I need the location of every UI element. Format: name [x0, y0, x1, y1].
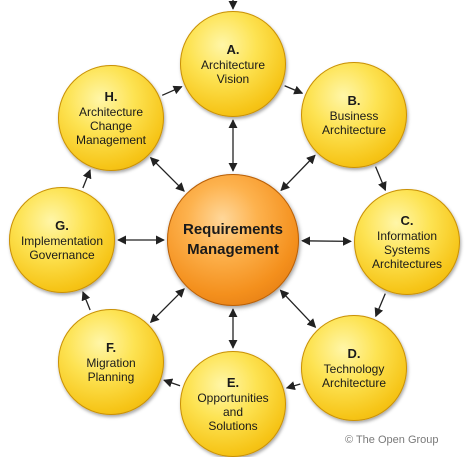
cycle-arrow-e [163, 378, 181, 388]
cycle-arrow-a [284, 85, 304, 95]
phase-e-label-line: Opportunities [197, 391, 269, 405]
phase-a-letter: A. [226, 42, 240, 57]
phase-h-label-line: Architecture [78, 105, 144, 119]
phase-c-label-line: Information [376, 229, 438, 243]
cycle-arrow-b [374, 166, 387, 192]
center-label-line-2: Management [187, 241, 279, 258]
phase-d-label-line: Architecture [321, 376, 387, 390]
phase-e-letter: E. [226, 375, 240, 390]
hub-arrow-c [301, 236, 352, 246]
cycle-arrow-d [285, 381, 301, 391]
phase-d-letter: D. [347, 346, 361, 361]
phase-d-label-line: Technology [323, 362, 385, 376]
cycle-arrow-f [81, 291, 91, 311]
center-label-line-1: Requirements [182, 221, 284, 238]
cycle-arrow-g [82, 169, 92, 189]
phase-g-label-line: Implementation [20, 234, 104, 248]
cycle-arrow-h [161, 85, 183, 96]
phase-a-label-line: Architecture [200, 58, 266, 72]
phase-a-label-line: Vision [216, 72, 250, 86]
phase-h-letter: H. [104, 89, 118, 104]
requirements-management-hub: Requirements Management [167, 174, 299, 306]
phase-g-letter: G. [55, 218, 69, 233]
copyright-notice: © The Open Group [345, 434, 439, 446]
phase-h-label-line: Change [89, 119, 133, 133]
phase-c-label-line: Architectures [371, 257, 443, 271]
phase-b-label-line: Business [329, 109, 379, 123]
phase-f-letter: F. [105, 340, 117, 355]
phase-e-label-line: Solutions [208, 419, 258, 433]
phase-b-letter: B. [347, 93, 361, 108]
cycle-arrow-c [374, 293, 386, 318]
phase-c-label-line: Systems [383, 243, 430, 257]
phase-e-label-line: and [222, 405, 244, 419]
phase-f-label-line: Migration [86, 356, 136, 370]
phase-h-label-line: Management [75, 133, 147, 147]
phase-b-label-line: Architecture [321, 123, 387, 137]
phase-c-letter: C. [400, 213, 414, 228]
phase-f-label-line: Planning [87, 370, 135, 384]
hub-arrow-b [280, 154, 316, 192]
hub-arrow-d [279, 289, 317, 328]
phase-g-label-line: Governance [29, 248, 95, 262]
